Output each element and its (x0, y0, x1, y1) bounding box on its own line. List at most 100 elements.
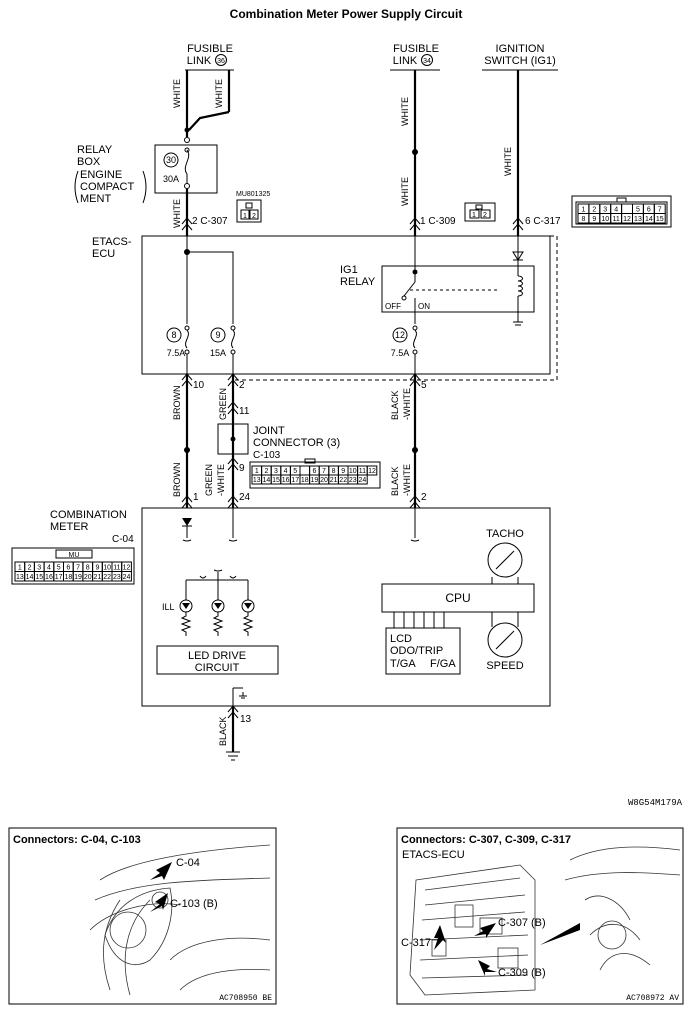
svg-text:MENT: MENT (80, 193, 111, 205)
svg-text:RELAY: RELAY (340, 276, 376, 288)
connector-c103-pin-cell (357, 474, 368, 485)
svg-text:OFF: OFF (385, 302, 401, 311)
connector-c317-pin-number: 6 (647, 207, 651, 214)
connector-c317-label: 6 C-317 (525, 216, 561, 227)
connector-c103-pin-number: 20 (320, 477, 328, 484)
connector-location-panel-left: Connectors: C-04, C-103 C-04 C-103 (B) A… (8, 827, 277, 1005)
connector-c103-pin-number: 6 (312, 468, 316, 475)
wire-label-black-white: BLACK (390, 390, 400, 420)
connector-c103-pin-number: 15 (272, 477, 280, 484)
svg-text:C-309 (B): C-309 (B) (498, 967, 546, 979)
connector-c04-pin-number: 23 (113, 574, 121, 581)
svg-text:SWITCH (IG1): SWITCH (IG1) (484, 55, 556, 67)
connector-location-panel-right: Connectors: C-307, C-309, C-317 ETACS-EC… (396, 827, 684, 1005)
svg-text:36: 36 (217, 58, 225, 65)
svg-text:LCD: LCD (390, 633, 412, 645)
connector-c317-pin-number: 3 (603, 207, 607, 214)
connector-c04-pin-number: 13 (16, 574, 24, 581)
connector-c04-face: MU (11, 547, 135, 585)
svg-text:11: 11 (239, 406, 250, 417)
wire-label-white: WHITE (172, 79, 182, 108)
svg-text:1: 1 (193, 492, 199, 503)
connector-c04-pin-number: 4 (47, 565, 51, 572)
wire-label-black-white: -WHITE (402, 388, 412, 420)
connector-c103-pin-number: 14 (263, 477, 271, 484)
svg-text:7.5A: 7.5A (167, 348, 186, 358)
svg-text:Connectors: C-307, C-309, C-31: Connectors: C-307, C-309, C-317 (401, 834, 571, 846)
connector-c103-pin-number: 13 (253, 477, 261, 484)
lcd-block (385, 627, 461, 675)
connector-c04-pin-number: 17 (55, 574, 63, 581)
wire-label-brown: BROWN (172, 463, 182, 498)
svg-text:C-317: C-317 (401, 937, 431, 949)
svg-text:5: 5 (421, 380, 427, 391)
wire-label-green: GREEN (218, 388, 228, 420)
connector-c04-pin-number: 8 (86, 565, 90, 572)
connector-c307-label: 2 C-307 (192, 216, 228, 227)
svg-text:ECU: ECU (92, 248, 115, 260)
svg-text:CPU: CPU (445, 591, 470, 605)
connector-c103-pin-number: 16 (282, 477, 290, 484)
wire-label-white: WHITE (400, 177, 410, 206)
connector-c307-face (236, 199, 262, 223)
wire-label-black: BLACK (218, 716, 228, 746)
svg-text:AC708950 BE: AC708950 BE (219, 994, 272, 1003)
svg-text:ETACS-: ETACS- (92, 236, 132, 248)
svg-text:ENGINE: ENGINE (80, 169, 122, 181)
wire-label-black-white: -WHITE (402, 464, 412, 496)
ignition-switch-label: IGNITION SWITCH (IG1) (484, 43, 556, 67)
connector-c04-pin-number: 7 (76, 565, 80, 572)
joint-connector (217, 423, 249, 455)
connector-c103-pin-number: 9 (341, 468, 345, 475)
connector-c317-pin-number: 14 (645, 216, 653, 223)
connector-c04-pin-number: 16 (45, 574, 53, 581)
svg-text:LINK: LINK (187, 55, 212, 67)
connector-c04-pin-number: 14 (26, 574, 34, 581)
svg-text:2: 2 (239, 380, 245, 391)
connector-c04-pin-number: 1 (18, 565, 22, 572)
svg-text:ODO/TRIP: ODO/TRIP (390, 645, 443, 657)
connector-c103-pin-number: 18 (301, 477, 309, 484)
connector-c103-pin-number: 24 (359, 477, 367, 484)
svg-text:ETACS-ECU: ETACS-ECU (402, 849, 465, 861)
etacs-ecu-label: ETACS- ECU (92, 236, 132, 260)
connector-c309-face (464, 202, 496, 222)
led-3 (241, 580, 255, 636)
connector-c317-pin-cell (653, 213, 666, 224)
connector-c103-pin-number: 10 (349, 468, 357, 475)
wire-label-white: WHITE (400, 97, 410, 126)
connector-c317-pin-cell (621, 203, 633, 214)
wire-label-green-white: -WHITE (216, 464, 226, 496)
svg-text:9: 9 (239, 463, 245, 474)
relay-box-label: RELAY BOX ENGINE COMPACT MENT (74, 144, 147, 205)
svg-text:FUSIBLE: FUSIBLE (393, 43, 439, 55)
connector-c04-pin-number: 15 (35, 574, 43, 581)
connector-c317-pin-number: 4 (614, 207, 618, 214)
tacho-gauge (487, 542, 523, 584)
fusible-link-36-label: FUSIBLE LINK 36 (187, 43, 233, 67)
wire-label-white: WHITE (214, 79, 224, 108)
connector-c103-pin-number: 3 (274, 468, 278, 475)
svg-text:9: 9 (215, 330, 220, 340)
connector-c04-pin-number: 2 (28, 565, 32, 572)
connector-c04-pin-number: 3 (37, 565, 41, 572)
svg-text:TACHO: TACHO (486, 528, 524, 540)
connector-c317-pin-number: 2 (592, 207, 596, 214)
svg-text:METER: METER (50, 521, 89, 533)
connector-c103-pin-number: 11 (359, 468, 366, 475)
wire-label-brown: BROWN (172, 386, 182, 421)
svg-text:FUSIBLE: FUSIBLE (187, 43, 233, 55)
connector-c103-pin-number: 8 (332, 468, 336, 475)
connector-c103-pin-number: 17 (291, 477, 299, 484)
led-ill (179, 580, 193, 636)
svg-text:LED DRIVE: LED DRIVE (188, 650, 246, 662)
wire-label-black-white: BLACK (390, 466, 400, 496)
connector-c317-pin-number: 12 (623, 216, 631, 223)
connector-c317-pin-number: 5 (636, 207, 640, 214)
ill-label: ILL (162, 602, 175, 612)
svg-text:8: 8 (171, 330, 176, 340)
svg-text:BOX: BOX (77, 156, 101, 168)
combination-meter-label: COMBINATION METER (50, 509, 127, 533)
connector-c317-pin-number: 13 (634, 216, 642, 223)
svg-text:30: 30 (166, 155, 176, 165)
